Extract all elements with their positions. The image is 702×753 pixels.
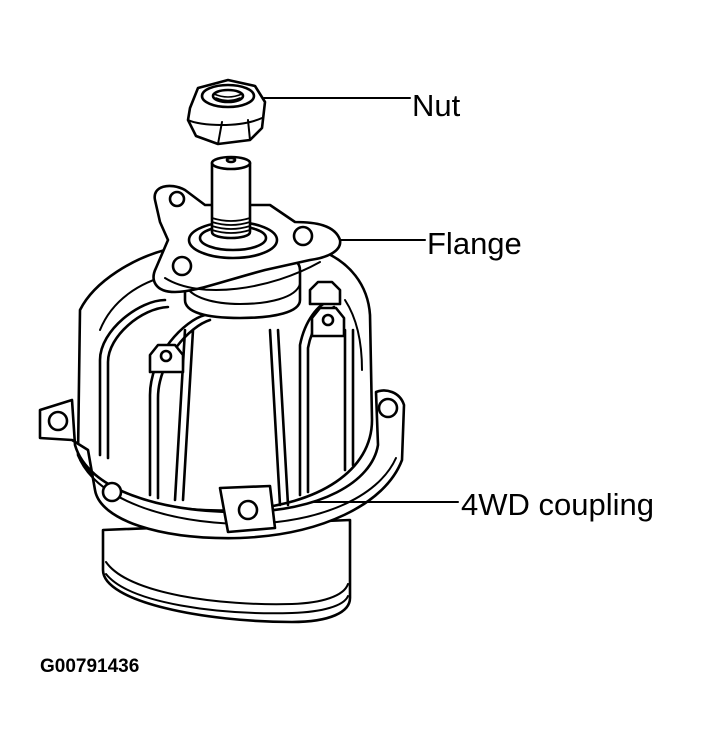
housing-bolts xyxy=(148,280,346,374)
bottom-drum xyxy=(101,518,352,624)
figure-id: G00791436 xyxy=(40,656,140,677)
label-nut: Nut xyxy=(412,88,461,123)
nut-part xyxy=(186,78,267,146)
stud-shaft xyxy=(210,155,252,240)
label-4wd-coupling: 4WD coupling xyxy=(461,487,654,522)
leader-lines xyxy=(263,97,459,503)
base-flange xyxy=(38,389,406,540)
label-flange: Flange xyxy=(427,226,522,261)
